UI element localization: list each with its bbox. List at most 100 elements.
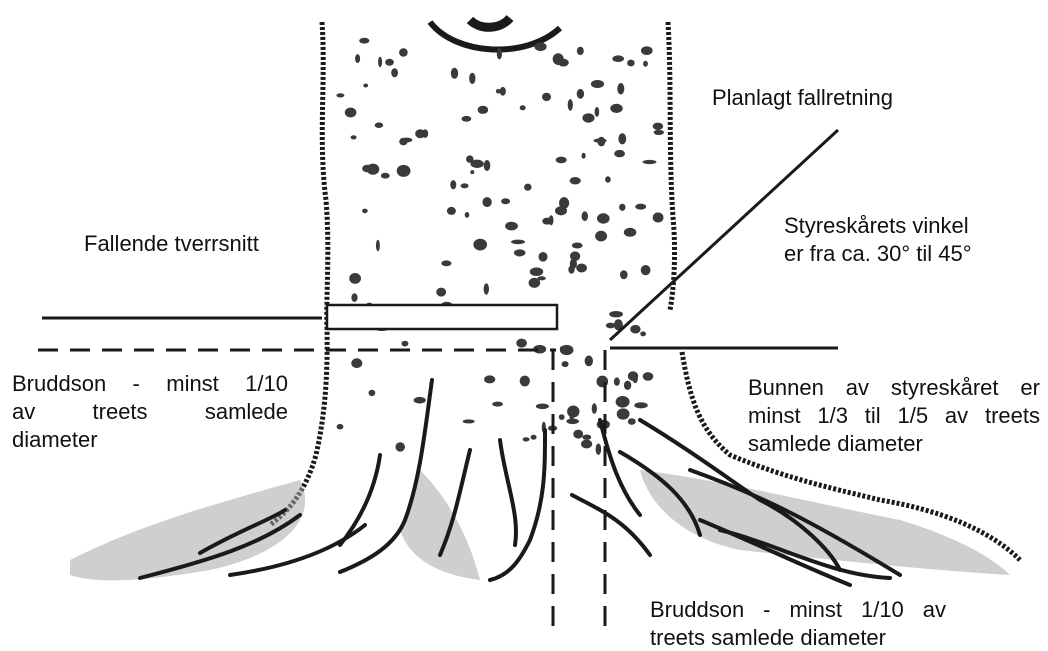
label-planned-direction: Planlagt fallretning xyxy=(712,84,893,111)
felling-cut-kerf xyxy=(327,305,557,329)
bark-speckle xyxy=(570,177,581,184)
label-hinge-left-line1: Bruddson - minst 1/10 xyxy=(12,370,288,397)
bark-speckle xyxy=(592,403,597,414)
bark-speckle xyxy=(369,390,376,396)
bark-speckle xyxy=(469,73,475,84)
bark-speckle xyxy=(634,402,648,408)
bark-speckle xyxy=(496,89,501,94)
bark-speckle xyxy=(627,60,635,67)
bark-speckle xyxy=(609,311,623,317)
bark-speckle xyxy=(516,339,527,348)
bark-speckle xyxy=(573,430,583,439)
bark-speckle xyxy=(337,424,344,430)
bark-speckle xyxy=(473,239,487,251)
bark-speckle xyxy=(585,356,593,367)
bark-speckle xyxy=(362,165,372,172)
bark-speckle xyxy=(612,55,624,62)
bark-speckle xyxy=(463,419,475,423)
bark-speckle xyxy=(381,173,390,179)
bark-speckle xyxy=(577,47,584,55)
bark-speckle xyxy=(520,376,530,387)
bark-speckle xyxy=(391,68,398,77)
bark-speckle xyxy=(653,212,664,222)
bark-speckle xyxy=(624,228,637,237)
bark-speckle xyxy=(451,68,458,79)
bark-speckle xyxy=(559,414,565,420)
bark-speckle xyxy=(450,180,456,189)
bark-speckle xyxy=(610,104,622,113)
bark-speckle xyxy=(531,435,537,440)
label-hinge-bottom-line1: Bruddson - minst 1/10 av xyxy=(650,596,946,623)
bark-speckle xyxy=(523,437,530,441)
bark-speckle xyxy=(441,260,451,266)
root-shading xyxy=(70,470,1010,580)
bark-speckle xyxy=(605,176,611,182)
bark-speckle xyxy=(484,283,489,294)
bark-speckle xyxy=(581,440,592,449)
bark-speckle xyxy=(582,435,591,440)
label-notch-floor-line1: Bunnen av styreskåret er xyxy=(748,374,1040,401)
bark-speckle xyxy=(465,212,470,218)
bark-speckle xyxy=(614,150,625,157)
bark-speckle xyxy=(597,213,610,223)
bark-speckle xyxy=(556,157,567,164)
bark-speckle xyxy=(359,38,369,44)
bark-speckle xyxy=(542,93,551,101)
bark-speckle xyxy=(395,442,405,451)
bark-speckle xyxy=(620,270,628,279)
bark-speckle xyxy=(542,218,551,225)
bark-speckle xyxy=(351,135,357,139)
bark-speckle xyxy=(436,288,446,297)
bark-speckle xyxy=(643,372,654,381)
bark-speckle xyxy=(505,222,518,231)
label-notch-floor-line2: minst 1/3 til 1/5 av treets xyxy=(748,402,1040,429)
bark-speckle xyxy=(582,211,588,221)
bark-speckle xyxy=(466,155,474,162)
label-angle-line2: er fra ca. 30° til 45° xyxy=(784,240,972,267)
trunk-right-edge xyxy=(668,22,675,310)
bark-speckle xyxy=(568,266,574,274)
bark-speckle xyxy=(537,276,545,280)
bark-speckle xyxy=(596,444,602,455)
bark-speckle xyxy=(641,265,651,275)
bark-speckle xyxy=(582,153,586,159)
bark-speckle xyxy=(577,89,584,99)
bark-speckle xyxy=(447,207,456,215)
bark-speckle xyxy=(497,48,502,59)
label-hinge-left-line2: av treets samlede xyxy=(12,398,288,425)
bark-speckles xyxy=(336,38,664,455)
bark-speckle xyxy=(362,209,368,214)
trunk-left-edge xyxy=(270,22,328,525)
bark-speckle xyxy=(562,361,569,367)
bark-speckle xyxy=(617,83,624,94)
bark-speckle xyxy=(635,204,646,210)
bark-speckle xyxy=(595,107,600,117)
bark-speckle xyxy=(376,240,380,251)
bark-speckle xyxy=(484,160,491,171)
bark-speckle xyxy=(363,84,368,88)
bark-speckle xyxy=(619,204,625,211)
bark-speckle xyxy=(594,138,607,142)
bark-speckle xyxy=(560,346,570,351)
bark-speckle xyxy=(375,122,383,128)
bark-speckle xyxy=(616,396,630,408)
bark-speckle xyxy=(336,93,344,97)
label-hinge-bottom-line2: treets samlede diameter xyxy=(650,624,886,651)
label-hinge-left-line3: diameter xyxy=(12,426,98,453)
bark-speckle xyxy=(415,129,425,138)
bark-speckle xyxy=(624,381,631,390)
bark-speckle xyxy=(461,183,469,188)
bark-speckle xyxy=(653,123,663,130)
bark-speckle xyxy=(641,46,653,55)
label-falling-cut: Fallende tverrsnitt xyxy=(84,230,259,257)
bark-speckle xyxy=(643,61,648,67)
bark-speckle xyxy=(582,113,594,122)
bark-speckle xyxy=(524,184,531,191)
bark-speckle xyxy=(534,42,546,51)
bark-speckle xyxy=(654,130,664,135)
bark-speckle xyxy=(553,53,564,65)
bark-speckle xyxy=(628,418,636,425)
bark-speckle xyxy=(399,138,407,145)
bark-speckle xyxy=(643,160,657,164)
